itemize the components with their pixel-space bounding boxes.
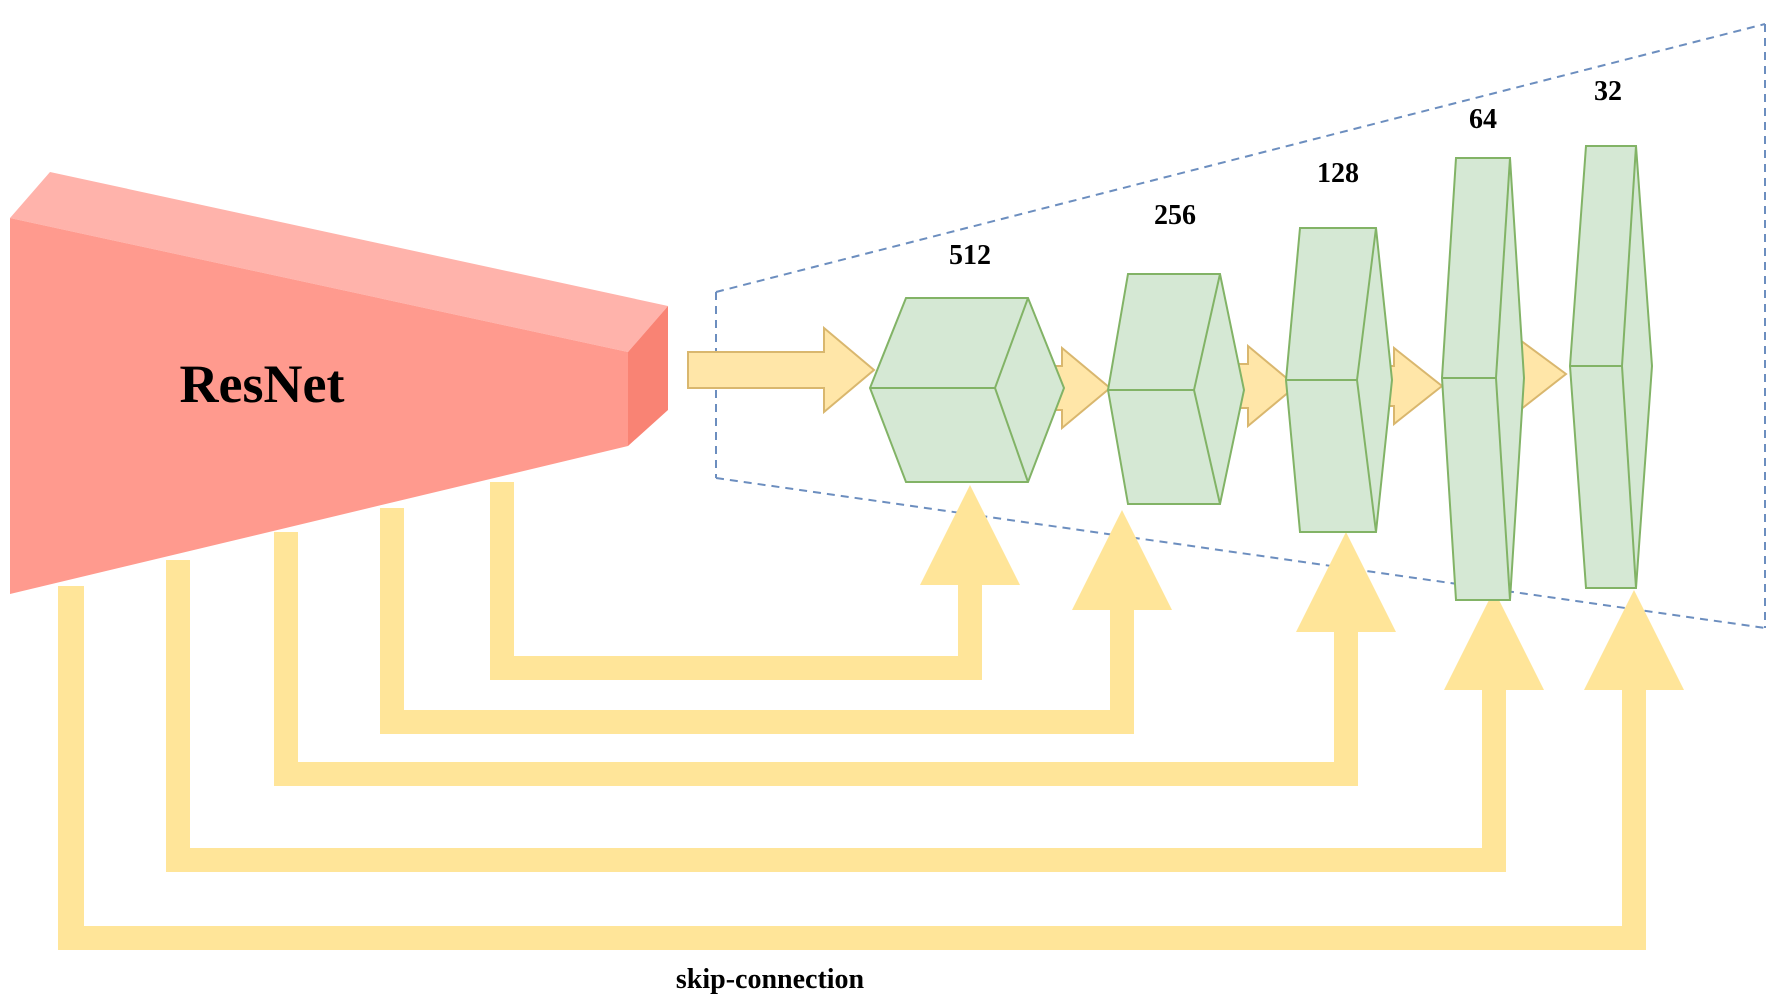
forward-arrows [687, 325, 1568, 431]
decoder-block-64: 64 [1440, 104, 1526, 601]
block-32-label: 32 [1594, 76, 1622, 107]
resnet-label: ResNet [180, 354, 345, 414]
block-64-label: 64 [1469, 104, 1497, 135]
skip-connection-64 [166, 560, 1544, 872]
skip-connection-256 [380, 508, 1172, 734]
decoder-outline [715, 23, 1766, 629]
block-256-label: 256 [1154, 200, 1196, 231]
decoder-block-128: 128 [1284, 158, 1394, 533]
flow-arrow-1 [687, 325, 876, 415]
skip-connection-512 [490, 482, 1020, 680]
decoder-block-256: 256 [1106, 200, 1246, 505]
block-128-label: 128 [1317, 158, 1359, 189]
skip-connection-128 [274, 532, 1396, 786]
skip-connections [58, 482, 1684, 950]
block-512-label: 512 [949, 240, 991, 271]
skip-connection-32 [58, 586, 1684, 950]
resnet-encoder: ResNet [10, 172, 668, 594]
skip-connection-label: skip-connection [676, 964, 865, 995]
decoder-block-512: 512 [868, 240, 1066, 483]
decoder-block-32: 32 [1568, 76, 1654, 589]
